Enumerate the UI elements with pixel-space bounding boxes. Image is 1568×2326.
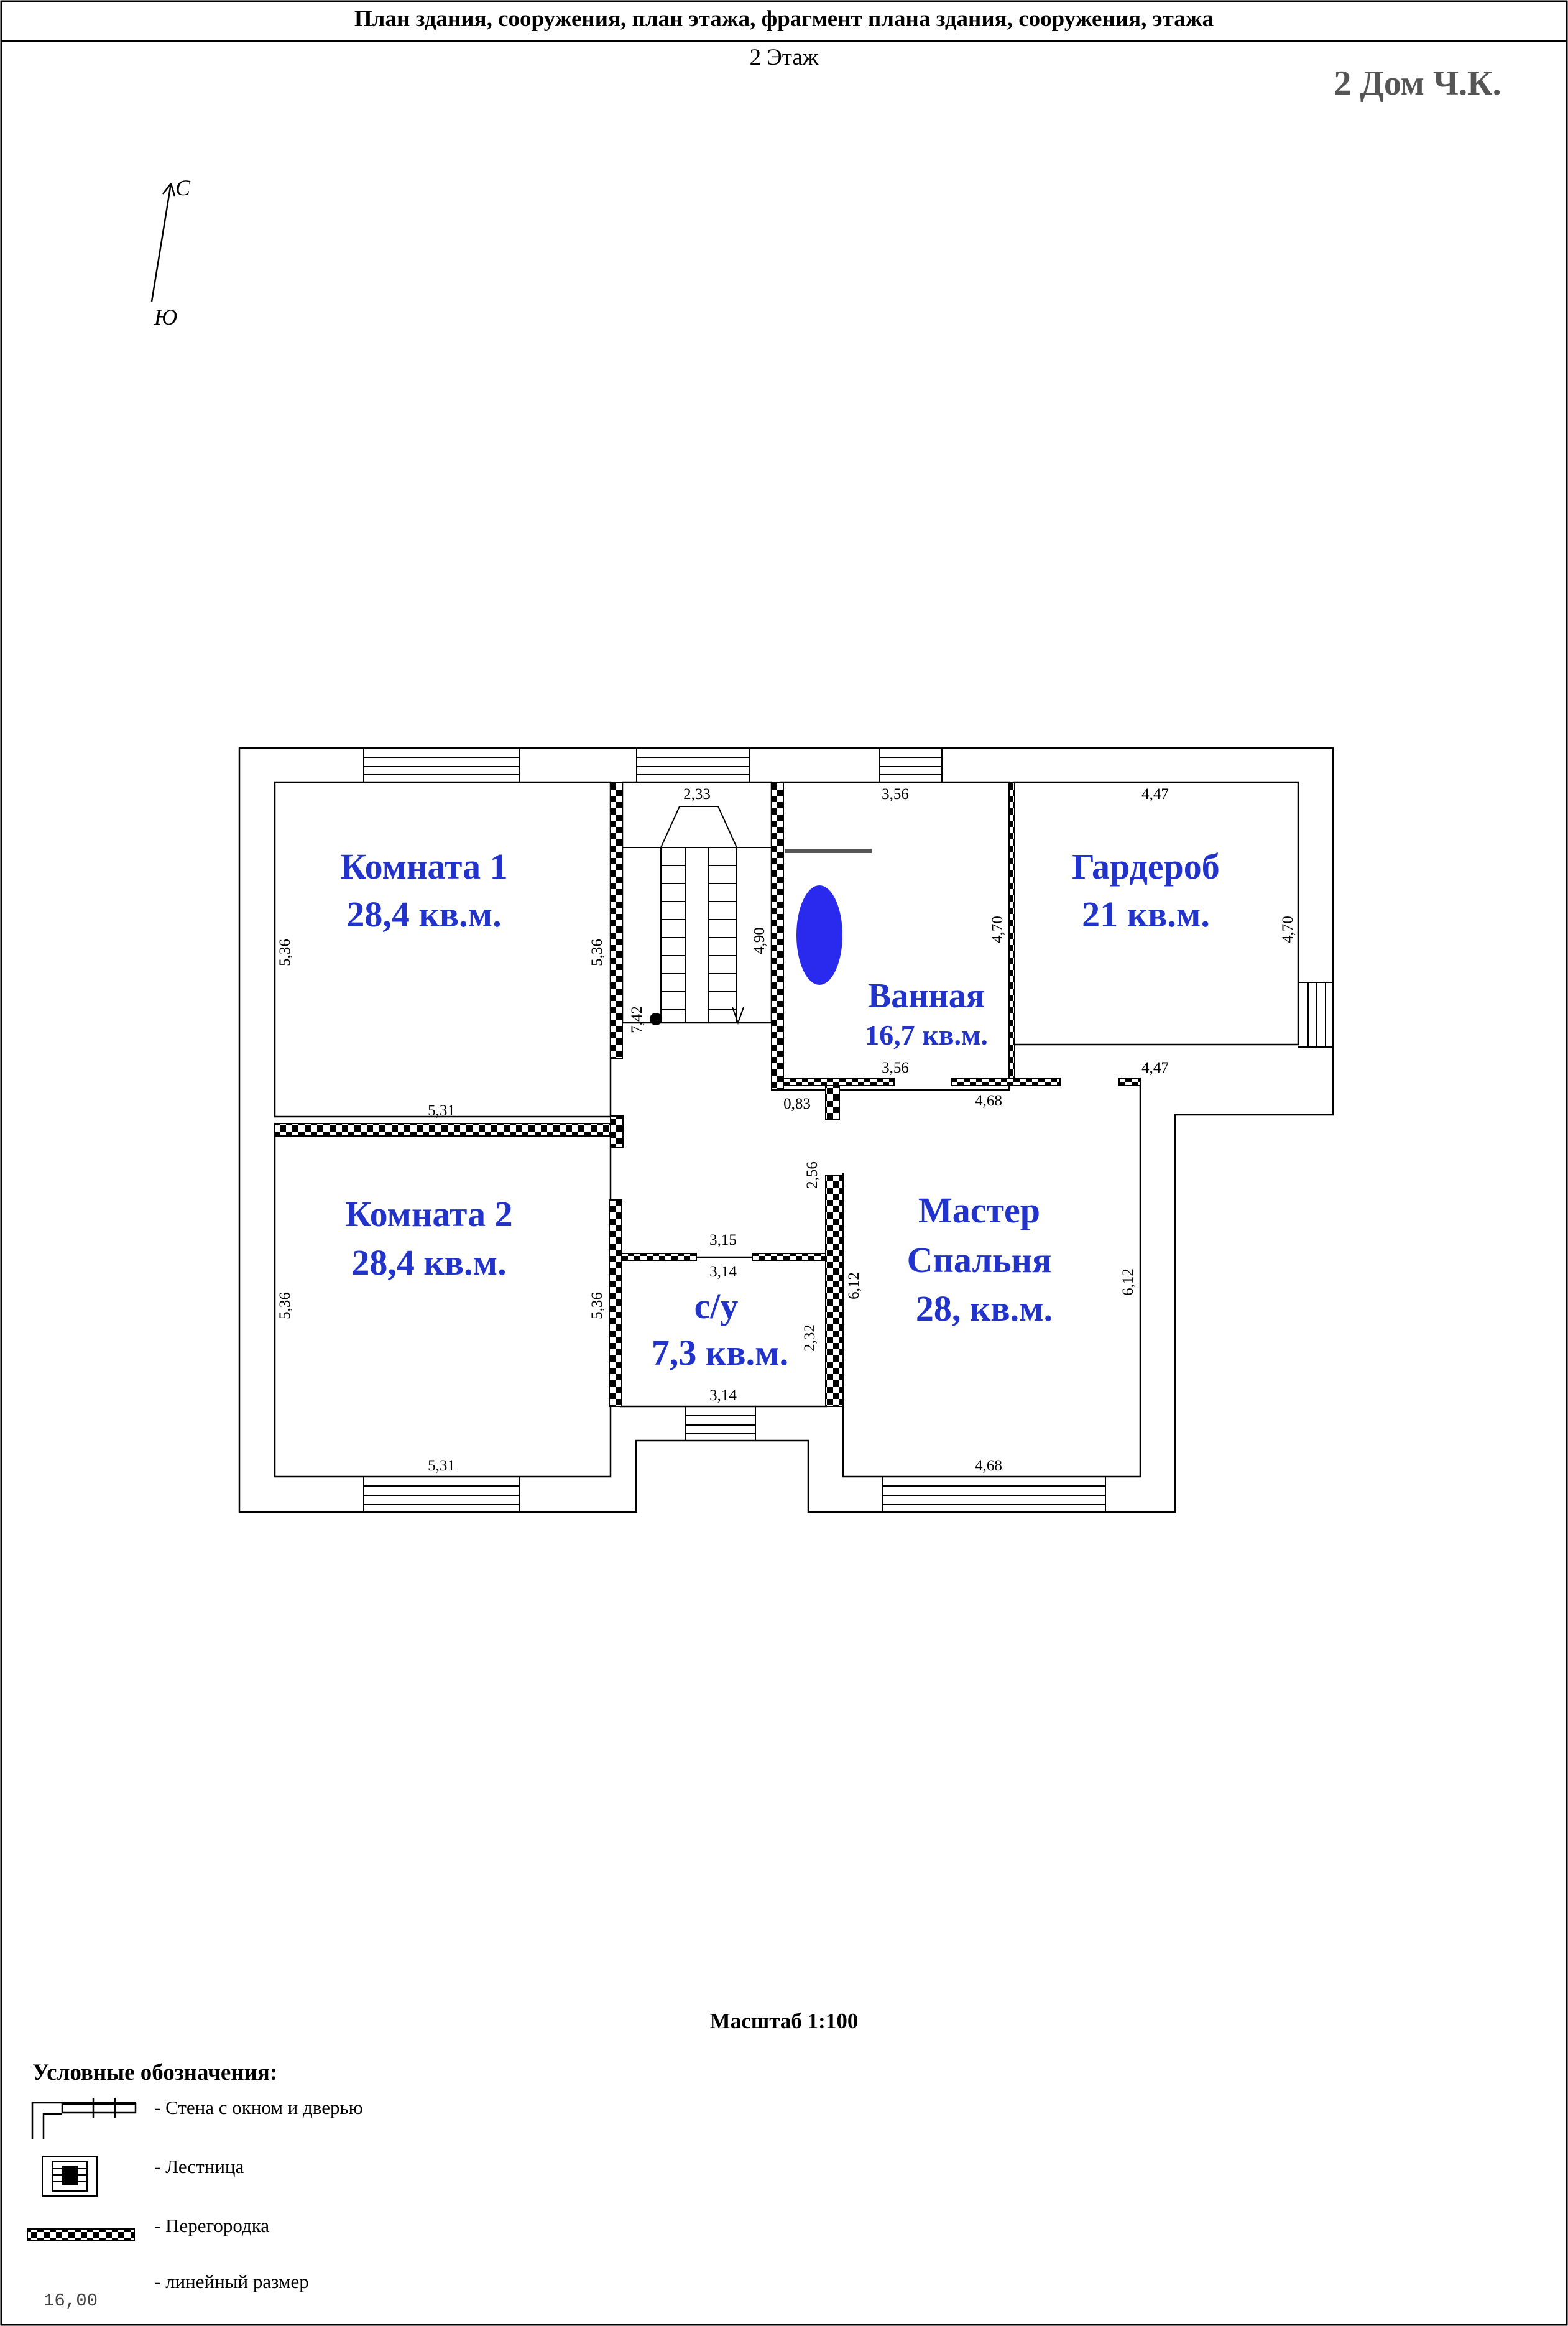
room1-area: 28,4 кв.м.: [346, 894, 501, 935]
legend-item-dimension: - линейный размер: [154, 2271, 309, 2292]
wardrobe-area: 21 кв.м.: [1082, 894, 1210, 935]
dim-room1-bottom: 5,31: [428, 1102, 455, 1119]
stair-outline: [621, 781, 773, 1024]
dim-master-bottom: 4,68: [975, 1457, 1002, 1474]
legend-item-partition: - Перегородка: [154, 2215, 269, 2236]
stair-start-dot: [650, 1013, 662, 1025]
dim-wardrobe-top: 4,47: [1141, 786, 1169, 803]
dim-wc-top-b: 3,14: [709, 1263, 737, 1280]
partition-wc-master: [825, 1175, 844, 1407]
dim-wardrobe-right: 4,70: [1280, 916, 1296, 943]
dim-wc-left: 2,32: [801, 1324, 818, 1352]
partition-wc-top-b: [752, 1253, 826, 1261]
sheet-title: План здания, сооружения, план этажа, фра…: [354, 6, 1214, 32]
room1-name: Комната 1: [340, 846, 507, 887]
wc-area: 7,3 кв.м.: [652, 1332, 788, 1373]
legend-title: Условные обозначения:: [32, 2060, 277, 2085]
window-stair-top: [636, 747, 750, 782]
scale-label: Масштаб 1:100: [710, 2009, 859, 2033]
window-room2-bottom: [363, 1476, 520, 1512]
compass-north: С: [175, 175, 191, 200]
dim-room2-bottom: 5,31: [428, 1457, 455, 1474]
partition-icon: [27, 2228, 135, 2241]
dim-room1-right: 5,36: [589, 939, 606, 966]
dim-bath-bottom: 3,56: [882, 1059, 909, 1076]
dim-corr-vert: 2,56: [804, 1161, 821, 1189]
dim-master-left: 6,12: [846, 1272, 862, 1299]
partition-wardrobe-bottom: [1118, 1078, 1141, 1086]
dim-wc-top-a: 3,15: [709, 1232, 737, 1248]
floor-label: 2 Этаж: [750, 45, 819, 70]
dim-bath-left: 4,70: [989, 916, 1006, 943]
partition-bath-bottom-b: [951, 1078, 1061, 1086]
bath-name: Ванная: [868, 977, 985, 1015]
master-area: 28, кв.м.: [916, 1288, 1053, 1329]
partition-corner: [610, 1115, 624, 1148]
partition-room1-stair: [610, 782, 623, 1059]
bath-area: 16,7 кв.м.: [865, 1019, 988, 1051]
window-room1-top: [363, 747, 520, 782]
dim-room2-right: 5,36: [589, 1292, 606, 1319]
window-wardrobe-right: [1298, 982, 1333, 1048]
master-name-line1: Мастер: [918, 1190, 1040, 1230]
dim-wc-bottom: 3,14: [709, 1387, 737, 1404]
dim-room2-left: 5,36: [277, 1292, 293, 1319]
room2-area: 28,4 кв.м.: [351, 1242, 506, 1283]
dim-door-small: 0,83: [783, 1096, 811, 1112]
dim-wardrobe-bottom: 4,47: [1141, 1059, 1169, 1076]
dim-stair-small: 7,42: [629, 1006, 645, 1033]
building-outline: [238, 747, 1334, 1513]
legend-stairs-icon: [42, 2156, 98, 2197]
dim-master-right: 6,12: [1120, 1268, 1137, 1296]
partition-wc-top-a: [621, 1253, 697, 1261]
bathtub-icon: [796, 885, 842, 985]
building-label: 2 Дом Ч.К.: [1334, 64, 1501, 103]
wall-with-window-door-icon: [31, 2098, 137, 2139]
linear-dimension-icon: 16,00: [44, 2291, 98, 2311]
legend-item-wall: - Стена с окном и дверью: [154, 2097, 363, 2118]
dim-corridor: 4,68: [975, 1092, 1002, 1109]
stairs-icon: [622, 806, 772, 1025]
partition-post: [825, 1085, 840, 1120]
room2-outline: [274, 1135, 612, 1478]
partition-bath-wardrobe: [1008, 782, 1015, 1079]
master-outline: [842, 1086, 1141, 1478]
wc-name: с/у: [694, 1286, 739, 1326]
window-master-bottom: [882, 1476, 1106, 1512]
partition-room2-wc: [609, 1199, 622, 1407]
partition-room1-room2: [274, 1123, 611, 1137]
room2-name: Комната 2: [345, 1194, 512, 1234]
master-name-line2: Спальня: [907, 1240, 1052, 1280]
dim-room1-left: 5,36: [277, 939, 293, 966]
legend-item-stairs: - Лестница: [154, 2156, 244, 2177]
dim-stair-top: 2,33: [683, 786, 711, 803]
compass-south: Ю: [154, 305, 177, 330]
compass-arrow-icon: [150, 183, 176, 302]
dim-bath-top: 3,56: [882, 786, 909, 803]
room1-outline: [274, 781, 612, 1118]
window-bath-top: [879, 747, 943, 782]
partition-stair-bath: [771, 782, 784, 1091]
partition-bath-bottom-a: [783, 1078, 895, 1086]
dim-stair-right: 4,90: [751, 927, 768, 954]
window-wc-bottom: [685, 1406, 756, 1441]
wardrobe-name: Гардероб: [1072, 846, 1220, 887]
